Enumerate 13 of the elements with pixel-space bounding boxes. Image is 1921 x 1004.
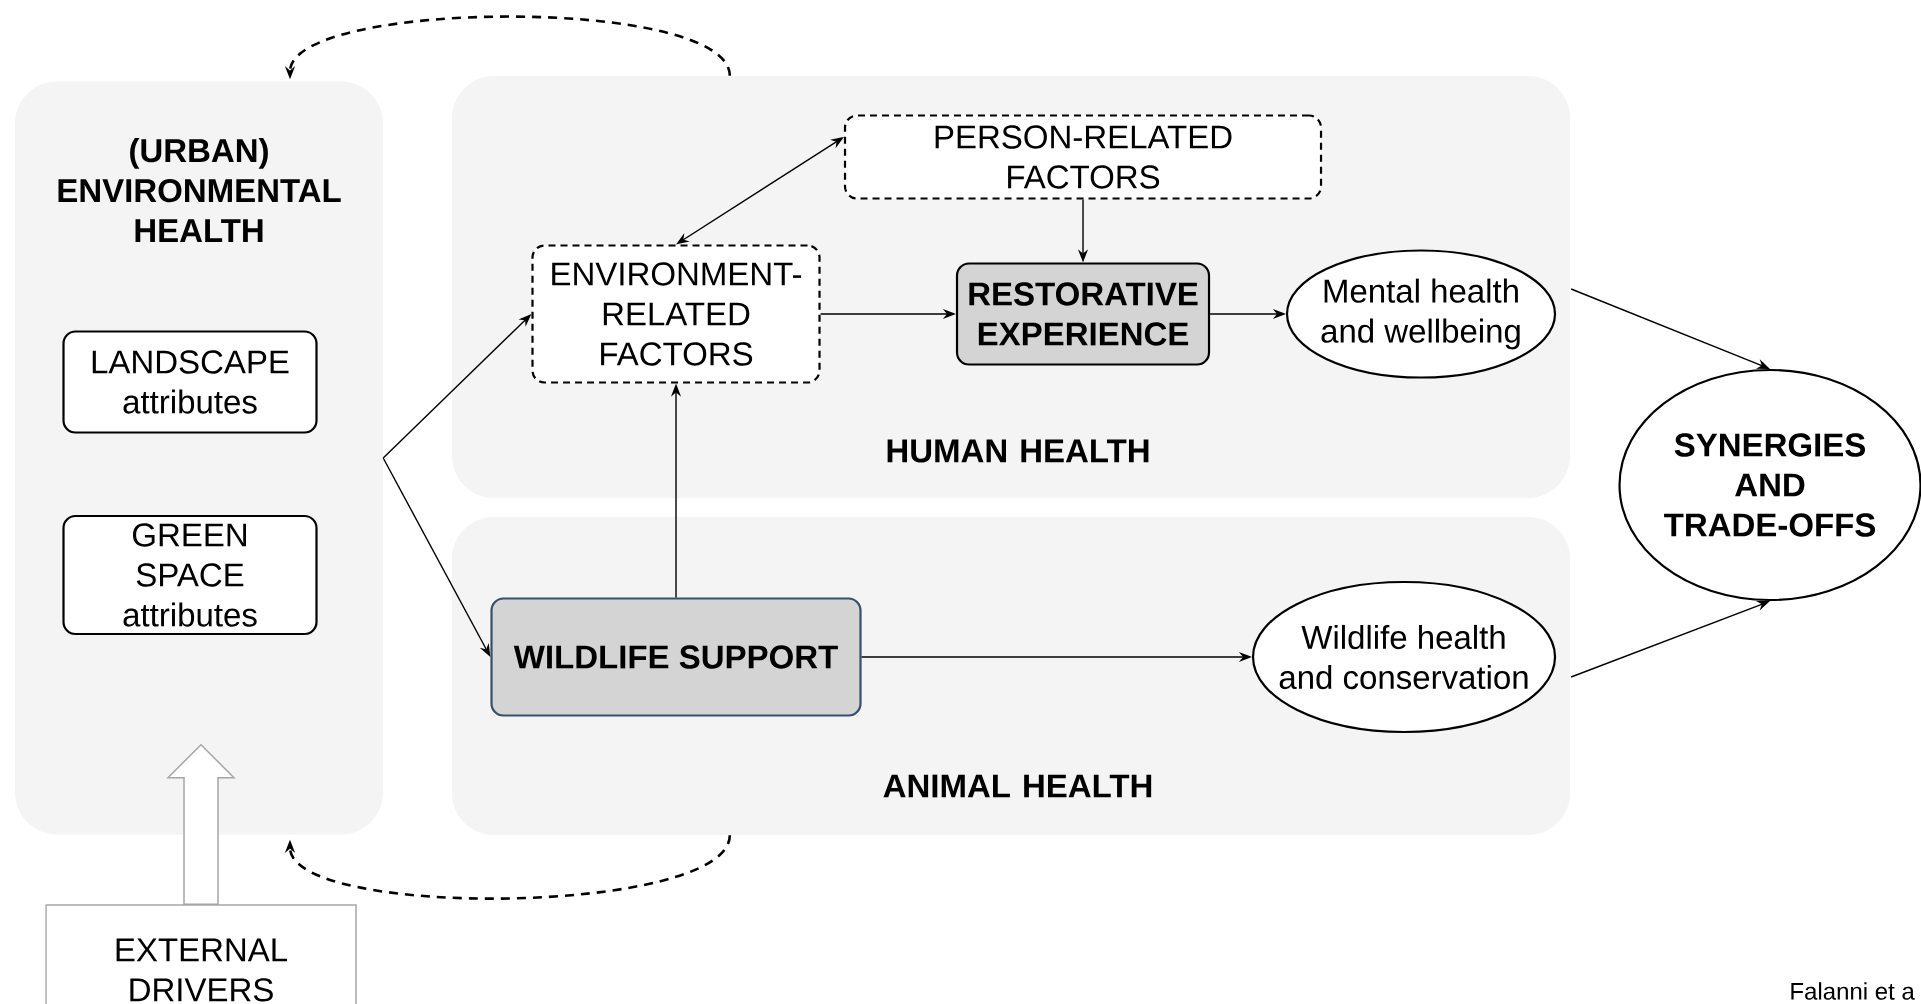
panel-heading: HUMAN HEALTH — [887, 439, 1149, 463]
process-box: RESTORATIVE EXPERIENCE — [955, 262, 1211, 366]
citation-text: Falanni et a — [1791, 982, 1915, 1000]
process-box: WILDLIFE SUPPORT — [490, 597, 862, 717]
factor-box: PERSON-RELATED FACTORS — [843, 114, 1323, 200]
factor-box: ENVIRONMENT-RELATED FACTORS — [531, 244, 821, 384]
block-arrow — [166, 743, 236, 905]
dashed-arrow — [284, 834, 731, 900]
panel-heading: ANIMAL HEALTH — [883, 774, 1152, 798]
attribute-box: LANDSCAPE attributes — [62, 330, 318, 434]
attribute-box: GREEN SPACE attributes — [62, 514, 318, 636]
panel-heading: (URBAN) ENVIRONMENTAL HEALTH — [58, 138, 341, 242]
driver-box: EXTERNAL DRIVERS — [45, 904, 357, 1004]
